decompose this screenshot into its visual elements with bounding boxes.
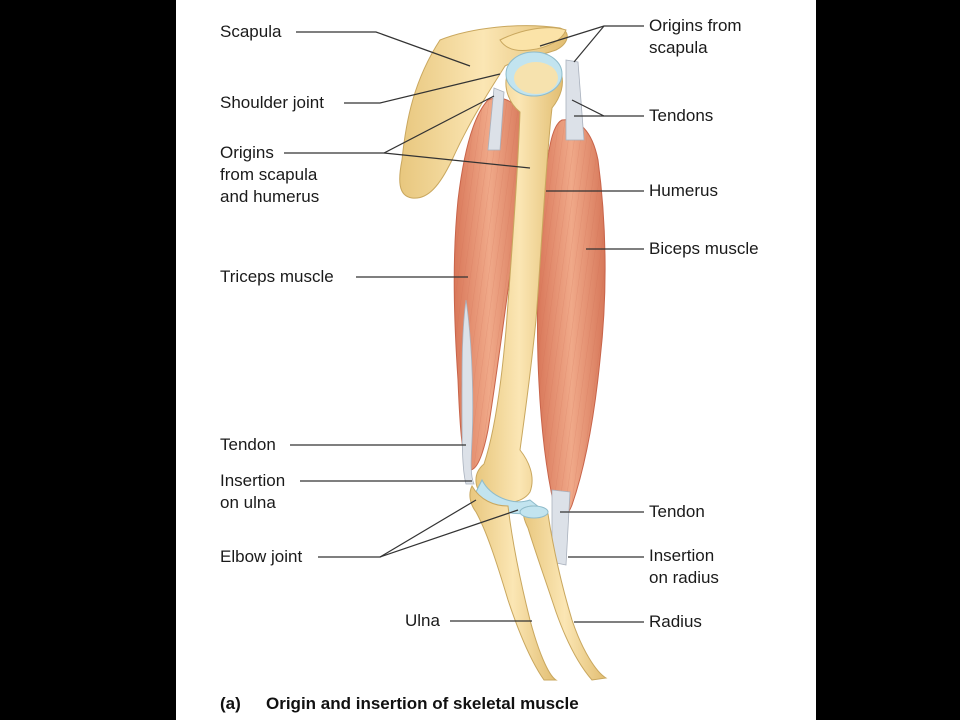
radius-bone xyxy=(522,505,608,681)
triceps-tendon xyxy=(461,299,475,485)
label-triceps-muscle: Triceps muscle xyxy=(220,267,334,286)
biceps-origin-tendons xyxy=(565,59,585,141)
label-biceps-muscle: Biceps muscle xyxy=(649,239,759,258)
caption-letter: (a) xyxy=(220,694,241,713)
label-origins-scapula-humerus: Origins from scapula and humerus xyxy=(220,143,320,206)
label-tendons: Tendons xyxy=(649,106,714,125)
label-ulna: Ulna xyxy=(405,611,440,630)
label-radius: Radius xyxy=(649,612,702,631)
label-insertion-ulna: Insertion on ulna xyxy=(220,471,286,512)
label-insertion-radius: Insertion on radius xyxy=(649,546,719,587)
label-humerus: Humerus xyxy=(649,181,718,200)
label-tendon-right: Tendon xyxy=(649,502,705,521)
humerus-bone xyxy=(475,58,563,504)
ulna-bone xyxy=(469,484,558,681)
label-origins-from-scapula: Origins from scapula xyxy=(649,16,742,57)
caption-text: Origin and insertion of skeletal muscle xyxy=(266,694,579,713)
leader-lines xyxy=(284,25,644,623)
label-elbow-joint: Elbow joint xyxy=(220,547,303,566)
label-tendon-left: Tendon xyxy=(220,435,276,454)
label-shoulder-joint: Shoulder joint xyxy=(220,93,324,112)
label-scapula: Scapula xyxy=(220,22,282,41)
